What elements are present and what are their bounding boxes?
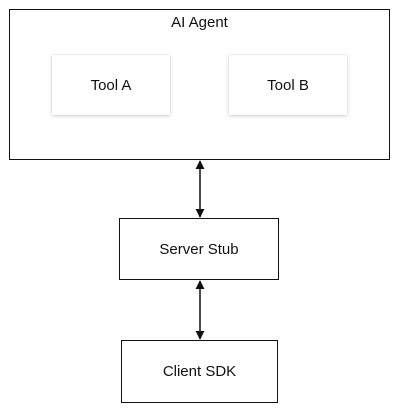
tool-a-node: Tool A: [52, 55, 170, 115]
ai-agent-container: AI Agent Tool A Tool B: [9, 9, 390, 160]
ai-agent-title: AI Agent: [171, 14, 228, 31]
tool-b-label: Tool B: [267, 76, 309, 94]
tool-a-label: Tool A: [90, 76, 132, 94]
server-stub-node: Server Stub: [119, 218, 279, 280]
tool-b-node: Tool B: [229, 55, 347, 115]
client-sdk-node: Client SDK: [121, 340, 278, 403]
server-stub-label: Server Stub: [159, 240, 239, 258]
client-sdk-label: Client SDK: [162, 363, 237, 380]
